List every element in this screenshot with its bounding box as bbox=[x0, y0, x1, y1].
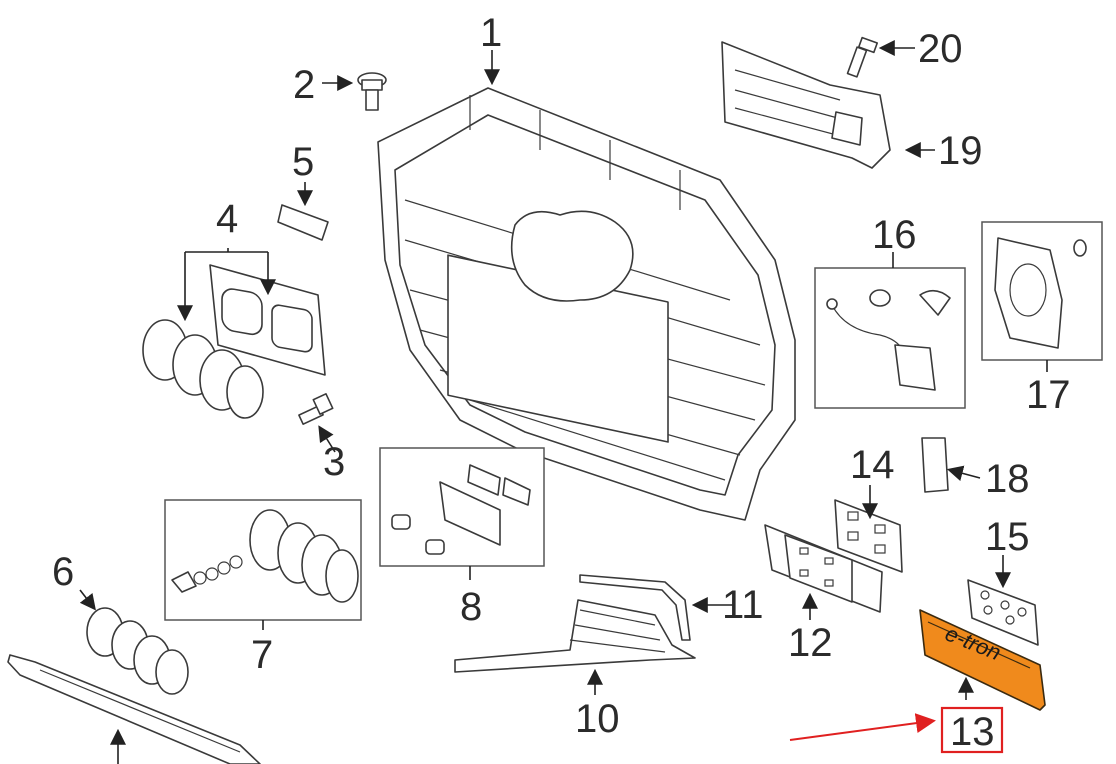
bracket-14-part bbox=[834, 499, 903, 573]
callout-5: 5 bbox=[292, 140, 314, 184]
rings-6-part bbox=[86, 607, 189, 695]
callout-1: 1 bbox=[480, 11, 502, 55]
callout-14: 14 bbox=[850, 443, 895, 487]
label-5-part bbox=[277, 204, 329, 241]
rings-emblem-4-part bbox=[142, 264, 326, 419]
box-17 bbox=[981, 221, 1103, 361]
callout-18: 18 bbox=[985, 457, 1030, 501]
callout-20: 20 bbox=[918, 27, 963, 71]
leader-lines bbox=[79, 40, 1048, 764]
red-pointer-arrow bbox=[789, 713, 936, 741]
etron-emblem-13-part: e-tron bbox=[919, 609, 1046, 711]
bolt-3-part bbox=[298, 392, 334, 425]
callout-10: 10 bbox=[575, 697, 620, 741]
callout-12: 12 bbox=[788, 621, 833, 665]
box-16 bbox=[814, 267, 966, 409]
plate-bracket-12-part bbox=[764, 524, 883, 613]
callout-6: 6 bbox=[52, 550, 74, 594]
box-7 bbox=[164, 499, 362, 621]
callout-17: 17 bbox=[1026, 373, 1071, 417]
callout-7: 7 bbox=[251, 633, 273, 677]
callout-19: 19 bbox=[938, 129, 983, 173]
box-8 bbox=[379, 447, 545, 567]
callout-13: 13 bbox=[950, 710, 995, 754]
trim-bar-11-part bbox=[579, 574, 691, 641]
highlight-annotation: 13 bbox=[789, 706, 1004, 754]
callout-16: 16 bbox=[872, 213, 917, 257]
air-guide-19-part bbox=[721, 41, 891, 169]
callout-15: 15 bbox=[985, 515, 1030, 559]
screw-2-part bbox=[357, 72, 387, 111]
callout-8: 8 bbox=[460, 585, 482, 629]
bracket-15-part bbox=[967, 579, 1039, 646]
etron-emblem-body bbox=[919, 609, 1046, 711]
grille-part bbox=[377, 87, 796, 521]
lower-insert-10-part bbox=[454, 599, 696, 673]
callout-2: 2 bbox=[293, 63, 315, 107]
screw-20-part bbox=[846, 36, 879, 78]
bottom-trim-part bbox=[7, 654, 261, 764]
clip-18-part bbox=[921, 437, 949, 493]
callout-labels: 1 2 3 4 5 6 7 8 10 11 12 14 15 16 17 18 … bbox=[52, 11, 1071, 741]
callout-11: 11 bbox=[722, 583, 764, 627]
callout-4: 4 bbox=[216, 197, 238, 241]
callout-13-frame bbox=[940, 706, 1004, 754]
callout-3: 3 bbox=[323, 440, 345, 484]
